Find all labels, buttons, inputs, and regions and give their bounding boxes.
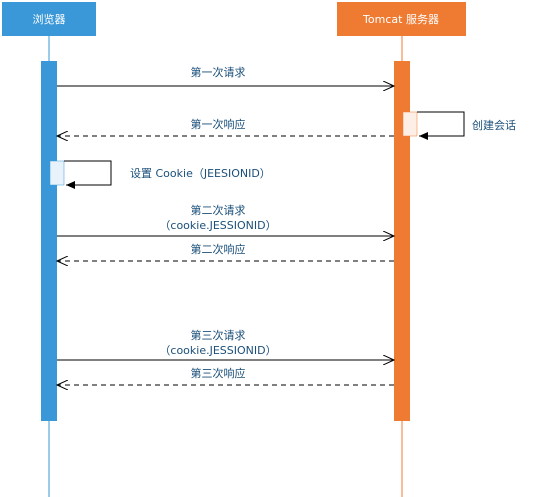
message-1-label: 第一次请求 (191, 65, 246, 79)
server-header-label: Tomcat 服务器 (362, 13, 439, 26)
message-2-label-line1: 第二次请求 (191, 203, 246, 217)
browser-activation (41, 61, 57, 421)
browser-header-label: 浏览器 (33, 12, 66, 26)
server-activation (394, 61, 410, 421)
browser-header (2, 2, 96, 36)
browser-self-call-label: 设置 Cookie（JEESIONID） (130, 167, 271, 180)
server-nested-activation (402, 111, 418, 137)
response-3-label: 第三次响应 (191, 366, 246, 380)
message-3-label-line2: （cookie.JESSIONID） (159, 344, 276, 357)
response-2-label: 第二次响应 (191, 242, 246, 256)
browser-nested-activation (49, 160, 65, 186)
server-self-call-label: 创建会话 (472, 118, 516, 132)
response-1-label: 第一次响应 (191, 117, 246, 131)
server-self-call-arrow (417, 111, 465, 140)
browser-self-call-arrow (64, 160, 112, 189)
server-header (337, 2, 466, 36)
message-2-label-line2: （cookie.JESSIONID） (159, 219, 276, 232)
message-3-label-line1: 第三次请求 (191, 328, 246, 342)
